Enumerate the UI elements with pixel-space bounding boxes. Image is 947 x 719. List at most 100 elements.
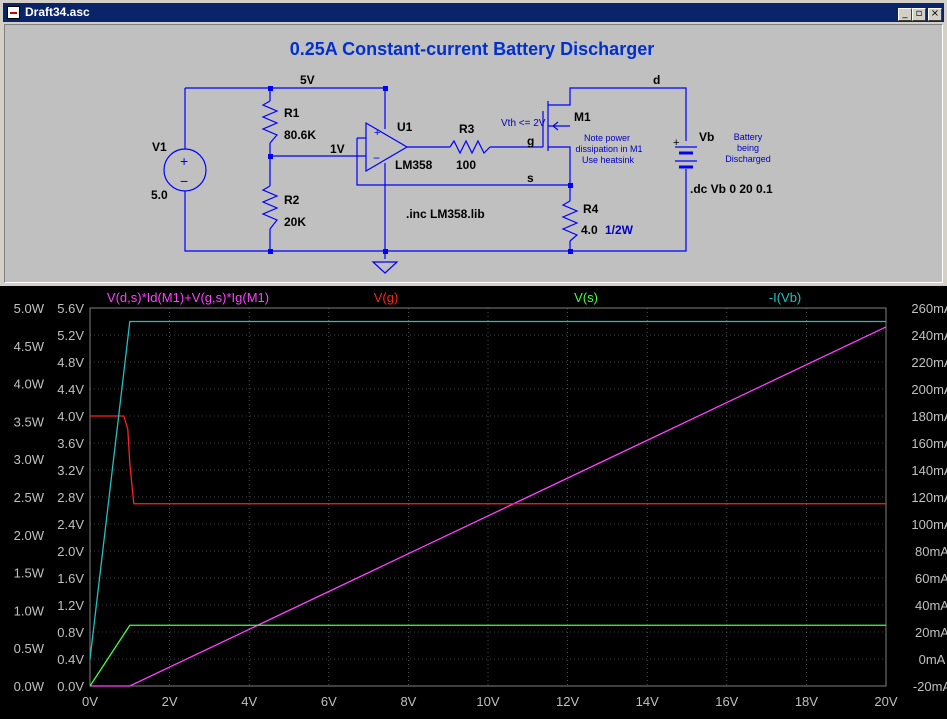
opamp-plus: + bbox=[374, 127, 380, 139]
x-tick-label: 4V bbox=[241, 694, 257, 709]
minimize-button[interactable]: _ bbox=[898, 8, 912, 21]
power-tick-label: 0.0W bbox=[14, 679, 45, 694]
voltage-tick-label: 1.2V bbox=[57, 598, 84, 613]
wire-gnd bbox=[184, 191, 570, 252]
net-d-label: d bbox=[653, 73, 660, 87]
power-tick-label: 3.5W bbox=[14, 414, 45, 429]
v1-plus: + bbox=[180, 153, 188, 169]
net-g-label: g bbox=[527, 134, 534, 148]
power-tick-label: 2.0W bbox=[14, 528, 45, 543]
r1-zigzag bbox=[261, 100, 279, 144]
voltage-tick-label: 0.4V bbox=[57, 652, 84, 667]
opamp-u1 bbox=[365, 121, 409, 173]
r2-zigzag bbox=[261, 185, 279, 230]
vb-note-1: Battery bbox=[734, 132, 763, 142]
x-tick-label: 14V bbox=[636, 694, 659, 709]
window-title: Draft34.asc bbox=[25, 5, 90, 19]
voltage-tick-label: 4.8V bbox=[57, 355, 84, 370]
x-tick-label: 0V bbox=[82, 694, 98, 709]
power-tick-label: 5.0W bbox=[14, 301, 45, 316]
r1-name: R1 bbox=[284, 106, 300, 120]
schematic-panel[interactable]: + − + − + 0.25A Constant-current Battery… bbox=[4, 24, 943, 283]
current-tick-label: 140mA bbox=[911, 463, 947, 478]
voltage-tick-label: 2.0V bbox=[57, 544, 84, 559]
v1-source bbox=[163, 148, 207, 192]
net-s-label: s bbox=[527, 171, 534, 185]
current-tick-label: 180mA bbox=[911, 409, 947, 424]
current-tick-label: 240mA bbox=[911, 328, 947, 343]
current-tick-label: 120mA bbox=[911, 490, 947, 505]
current-tick-label: 100mA bbox=[911, 517, 947, 532]
trace-legend: V(s) bbox=[574, 290, 598, 305]
voltage-tick-label: 0.0V bbox=[57, 679, 84, 694]
x-tick-label: 10V bbox=[476, 694, 499, 709]
current-tick-label: 60mA bbox=[915, 571, 947, 586]
m1-name: M1 bbox=[574, 110, 591, 124]
trace-0 bbox=[90, 326, 887, 687]
current-tick-label: 40mA bbox=[915, 598, 947, 613]
m1-note-1: Note power bbox=[584, 133, 630, 143]
u1-name: U1 bbox=[397, 120, 413, 134]
trace-1 bbox=[90, 415, 886, 505]
schematic-title: 0.25A Constant-current Battery Discharge… bbox=[290, 39, 654, 59]
trace-2 bbox=[89, 624, 886, 687]
voltage-tick-label: 0.8V bbox=[57, 625, 84, 640]
power-tick-label: 3.0W bbox=[14, 452, 45, 467]
vb-name: Vb bbox=[699, 130, 714, 144]
wire-s bbox=[356, 138, 570, 186]
vb-plus: + bbox=[673, 137, 679, 149]
vb-note-2: being bbox=[737, 143, 759, 153]
wire-d bbox=[548, 87, 687, 141]
voltage-tick-label: 2.4V bbox=[57, 517, 84, 532]
current-tick-label: 80mA bbox=[915, 544, 947, 559]
power-tick-label: 2.5W bbox=[14, 490, 45, 505]
r3-name: R3 bbox=[459, 122, 475, 136]
voltage-tick-label: 5.6V bbox=[57, 301, 84, 316]
net-5v-label: 5V bbox=[300, 73, 315, 87]
v1-value: 5.0 bbox=[151, 188, 168, 202]
dc-command: .dc Vb 0 20 0.1 bbox=[690, 182, 773, 196]
restore-button[interactable]: ▫ bbox=[912, 8, 926, 21]
window-titlebar[interactable]: Draft34.asc _ ▫ × bbox=[3, 3, 944, 22]
x-tick-label: 16V bbox=[715, 694, 738, 709]
x-tick-label: 12V bbox=[556, 694, 579, 709]
opamp-minus: − bbox=[373, 151, 380, 165]
trace-3 bbox=[89, 320, 886, 660]
v1-minus: − bbox=[180, 173, 188, 189]
voltage-tick-label: 2.8V bbox=[57, 490, 84, 505]
r1-value: 80.6K bbox=[284, 128, 316, 142]
current-tick-label: 20mA bbox=[915, 625, 947, 640]
current-tick-label: -20mA bbox=[913, 679, 947, 694]
r4-power: 1/2W bbox=[605, 223, 634, 237]
vb-note-3: Discharged bbox=[725, 154, 771, 164]
voltage-tick-label: 3.2V bbox=[57, 463, 84, 478]
ground-symbol bbox=[371, 261, 399, 274]
x-tick-label: 18V bbox=[795, 694, 818, 709]
trace-legend: V(d,s)*Id(M1)+V(g,s)*Ig(M1) bbox=[107, 290, 269, 305]
v1-name: V1 bbox=[152, 140, 167, 154]
x-tick-label: 8V bbox=[400, 694, 416, 709]
current-tick-label: 260mA bbox=[911, 301, 947, 316]
r4-zigzag bbox=[561, 200, 579, 242]
vth-note: Vth <= 2V bbox=[501, 118, 546, 129]
r3-zigzag bbox=[449, 139, 491, 155]
r4-value: 4.0 bbox=[581, 223, 598, 237]
power-tick-label: 1.5W bbox=[14, 566, 45, 581]
close-button[interactable]: × bbox=[928, 8, 942, 21]
inc-command: .inc LM358.lib bbox=[406, 207, 485, 221]
current-tick-label: 0mA bbox=[919, 652, 946, 667]
schematic-svg: + − + − + 0.25A Constant-current Battery… bbox=[151, 39, 773, 274]
x-tick-label: 6V bbox=[321, 694, 337, 709]
voltage-tick-label: 1.6V bbox=[57, 571, 84, 586]
power-tick-label: 0.5W bbox=[14, 641, 45, 656]
net-1v-label: 1V bbox=[330, 142, 345, 156]
voltage-tick-label: 4.4V bbox=[57, 382, 84, 397]
r3-value: 100 bbox=[456, 158, 476, 172]
u1-value: LM358 bbox=[395, 158, 433, 172]
current-tick-label: 200mA bbox=[911, 382, 947, 397]
r4-name: R4 bbox=[583, 202, 599, 216]
current-tick-label: 160mA bbox=[911, 436, 947, 451]
x-tick-label: 20V bbox=[874, 694, 897, 709]
